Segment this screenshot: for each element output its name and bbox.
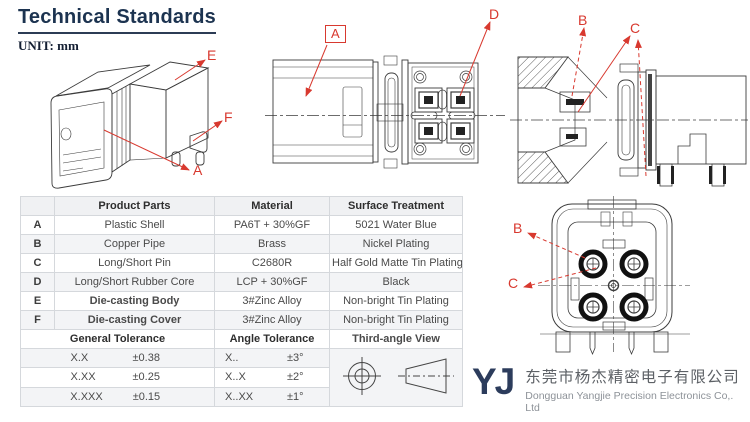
tolerance-label: X.X — [70, 352, 89, 365]
callout-e-iso: E — [207, 47, 217, 63]
angle-tolerance-cell: X.. ±3° — [214, 347, 330, 369]
callout-a-top: A — [325, 25, 346, 43]
company-name-en: Dongguan Yangjie Precision Electronics C… — [525, 390, 734, 414]
isometric-leader-arrows — [103, 59, 223, 171]
callout-f-iso: F — [224, 109, 233, 125]
tolerance-label: X..X — [225, 371, 246, 384]
part-surface: Non-bright Tin Plating — [329, 291, 463, 311]
header-part — [20, 196, 55, 216]
part-key: E — [20, 291, 55, 311]
part-key: B — [20, 234, 55, 254]
tolerance-value: ±1° — [287, 390, 304, 403]
tolerance-header-row: General Tolerance Angle Tolerance Third-… — [20, 329, 463, 349]
part-material: Brass — [214, 234, 330, 254]
callout-d-top: D — [489, 6, 500, 22]
callout-b-front: B — [513, 220, 523, 236]
part-material: C2680R — [214, 253, 330, 273]
spec-table: Product Parts Material Surface Treatment… — [20, 196, 463, 408]
table-row: C Long/Short Pin C2680R Half Gold Matte … — [20, 253, 463, 273]
third-angle-projection-icon — [343, 357, 454, 395]
header-block: Technical Standards UNIT: mm — [18, 6, 216, 54]
part-surface: Black — [329, 272, 463, 292]
tolerance-value: ±3° — [287, 352, 304, 365]
header-surface: Surface Treatment — [329, 196, 463, 216]
isometric-view-drawing — [50, 61, 210, 189]
part-key: C — [20, 253, 55, 273]
tolerance-value: ±0.25 — [132, 371, 160, 384]
table-row: B Copper Pipe Brass Nickel Plating — [20, 234, 463, 254]
top-view-drawing — [265, 55, 505, 169]
tolerance-row: X.XX ±0.25 X..X ±2° — [20, 367, 463, 388]
top-view-leader-arrows — [305, 21, 491, 97]
angle-tolerance-title: Angle Tolerance — [214, 329, 330, 349]
callout-c-section: C — [630, 20, 641, 36]
front-view-drawing — [538, 196, 690, 356]
part-material: PA6T + 30%GF — [214, 215, 330, 235]
callout-c-front: C — [508, 275, 519, 291]
part-surface: Nickel Plating — [329, 234, 463, 254]
general-tolerance-title: General Tolerance — [20, 329, 215, 349]
tolerance-label: X.XXX — [70, 390, 103, 403]
company-name-cn: 东莞市杨杰精密电子有限公司 — [525, 369, 740, 386]
tolerance-label: X.XX — [70, 371, 96, 384]
tolerance-value: ±0.15 — [132, 390, 161, 403]
third-angle-view-title: Third-angle View — [329, 329, 463, 349]
part-material: LCP + 30%GF — [214, 272, 330, 292]
part-product: Long/Short Pin — [54, 253, 215, 273]
page-title: Technical Standards — [18, 6, 216, 34]
section-view-drawing — [510, 56, 748, 187]
angle-tolerance-cell: X..XX ±1° — [214, 386, 330, 408]
table-row: D Long/Short Rubber Core LCP + 30%GF Bla… — [20, 272, 463, 292]
part-surface: 5021 Water Blue — [329, 215, 463, 235]
part-surface: Half Gold Matte Tin Plating — [329, 253, 463, 273]
general-tolerance-cell: X.XX ±0.25 — [20, 367, 215, 388]
angle-tolerance-cell: X..X ±2° — [214, 367, 330, 388]
callout-b-section: B — [578, 12, 588, 28]
company-logo: YJ 东莞市杨杰精密电子有限公司 Dongguan Yangjie Precis… — [472, 361, 750, 415]
general-tolerance-cell: X.X ±0.38 — [20, 347, 215, 369]
table-row: E Die-casting Body 3#Zinc Alloy Non-brig… — [20, 291, 463, 311]
table-header-row: Product Parts Material Surface Treatment — [20, 196, 463, 216]
callout-a-iso: A — [193, 162, 203, 178]
tolerance-label: X..XX — [225, 390, 254, 403]
part-product: Die-casting Cover — [54, 310, 215, 330]
front-view-leader-arrows — [523, 232, 597, 289]
part-product: Plastic Shell — [54, 215, 215, 235]
third-angle-view-symbol-cell — [329, 348, 463, 407]
tolerance-value: ±2° — [287, 371, 304, 384]
table-row: A Plastic Shell PA6T + 30%GF 5021 Water … — [20, 215, 463, 235]
header-material: Material — [214, 196, 330, 216]
tolerance-value: ±0.38 — [132, 352, 160, 365]
header-product: Product Parts — [54, 196, 215, 216]
tolerance-row: X.X ±0.38 X.. ±3° — [20, 347, 463, 407]
logo-yj-mark: YJ — [472, 361, 515, 402]
part-surface: Non-bright Tin Plating — [329, 310, 463, 330]
general-tolerance-cell: X.XXX ±0.15 — [20, 386, 215, 408]
part-key: D — [20, 272, 55, 292]
part-product: Die-casting Body — [54, 291, 215, 311]
part-material: 3#Zinc Alloy — [214, 310, 330, 330]
tolerance-row: X.XXX ±0.15 X..XX ±1° — [20, 386, 463, 408]
unit-label: UNIT: mm — [18, 38, 79, 53]
part-key: F — [20, 310, 55, 330]
part-product: Copper Pipe — [54, 234, 215, 254]
tolerance-label: X.. — [225, 352, 239, 365]
part-key: A — [20, 215, 55, 235]
table-row: F Die-casting Cover 3#Zinc Alloy Non-bri… — [20, 310, 463, 330]
section-view-leader-arrows — [571, 27, 647, 177]
part-product: Long/Short Rubber Core — [54, 272, 215, 292]
part-material: 3#Zinc Alloy — [214, 291, 330, 311]
